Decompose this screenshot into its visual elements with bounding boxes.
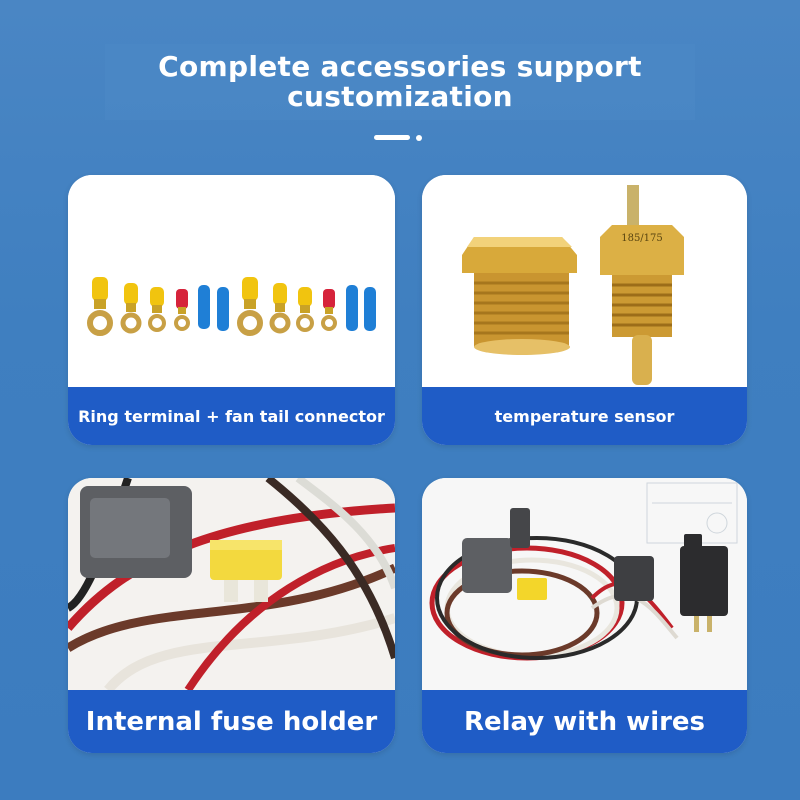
page-title-line-2: customization bbox=[287, 80, 513, 113]
sensor-marking: 185/175 bbox=[621, 233, 663, 244]
caption-relay: Relay with wires bbox=[422, 690, 747, 753]
card-temperature-sensor[interactable]: 185/175 temperature sensor bbox=[422, 175, 747, 445]
caption-fuse-holder: Internal fuse holder bbox=[68, 690, 395, 753]
caption-temperature-sensor: temperature sensor bbox=[422, 387, 747, 445]
card-fuse-holder[interactable]: Internal fuse holder bbox=[68, 478, 395, 753]
card-ring-terminal[interactable]: Ring terminal + fan tail connector bbox=[68, 175, 395, 445]
card-relay[interactable]: Relay with wires bbox=[422, 478, 747, 753]
fuse-holder-photo bbox=[68, 478, 395, 690]
title-banner: Complete accessories support customizati… bbox=[105, 44, 695, 120]
title-divider bbox=[374, 134, 426, 142]
caption-ring-terminal: Ring terminal + fan tail connector bbox=[68, 387, 395, 445]
temperature-sensor-photo: 185/175 bbox=[422, 175, 747, 387]
page-title-line-1: Complete accessories support bbox=[158, 50, 642, 83]
ring-terminals-photo bbox=[68, 175, 395, 387]
relay-harness-photo bbox=[422, 478, 747, 690]
